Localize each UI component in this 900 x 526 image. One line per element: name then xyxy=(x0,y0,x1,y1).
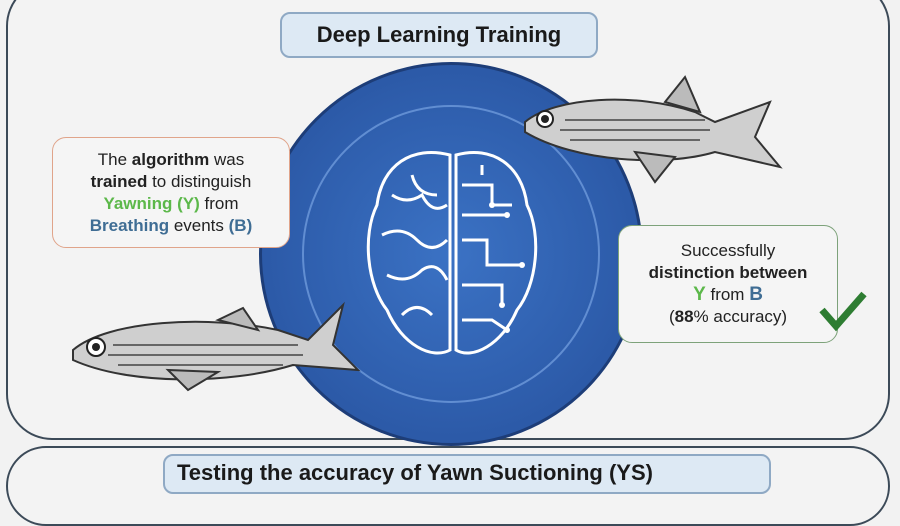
checkmark-icon xyxy=(819,291,867,332)
text: was xyxy=(209,149,245,169)
brain-circle xyxy=(259,62,643,446)
text: from xyxy=(199,193,239,213)
breathing-label: Breathing xyxy=(89,215,170,235)
text-line: Y from B xyxy=(619,284,837,306)
text-line: distinction between xyxy=(619,262,837,284)
brain-circuit-icon xyxy=(366,150,538,355)
text: % accuracy) xyxy=(693,307,788,326)
testing-section-title: Testing the accuracy of Yawn Suctioning … xyxy=(163,454,771,494)
result-box: Successfully distinction between Y from … xyxy=(618,225,838,343)
accuracy-line: (88% accuracy) xyxy=(619,306,837,328)
training-description-box: The algorithm was trained to distinguish… xyxy=(52,137,290,248)
text-line: Successfully xyxy=(680,241,776,260)
text-line: The algorithm was xyxy=(53,149,289,171)
text-bold: algorithm xyxy=(131,149,210,169)
text-line: trained to distinguish xyxy=(53,171,289,193)
zebrafish-icon xyxy=(72,301,361,392)
text: events xyxy=(169,215,229,235)
yawning-abbrev: Y xyxy=(693,284,706,305)
breathing-abbrev: B xyxy=(749,284,763,305)
circle-ring xyxy=(302,105,600,403)
section-title: Deep Learning Training xyxy=(280,12,598,58)
text-line: Yawning (Y) from xyxy=(53,193,289,215)
zebrafish-icon xyxy=(524,75,783,184)
text: from xyxy=(705,285,750,304)
text: ( xyxy=(668,307,675,326)
text-bold: distinction between xyxy=(648,263,808,282)
breathing-abbrev: (B) xyxy=(228,215,253,235)
yawning-label: Yawning (Y) xyxy=(103,193,200,213)
text: The xyxy=(97,149,132,169)
accuracy-value: 88 xyxy=(674,307,694,326)
text-bold: trained xyxy=(90,171,148,191)
text: to distinguish xyxy=(147,171,252,191)
text-line: Breathing events (B) xyxy=(53,215,289,237)
